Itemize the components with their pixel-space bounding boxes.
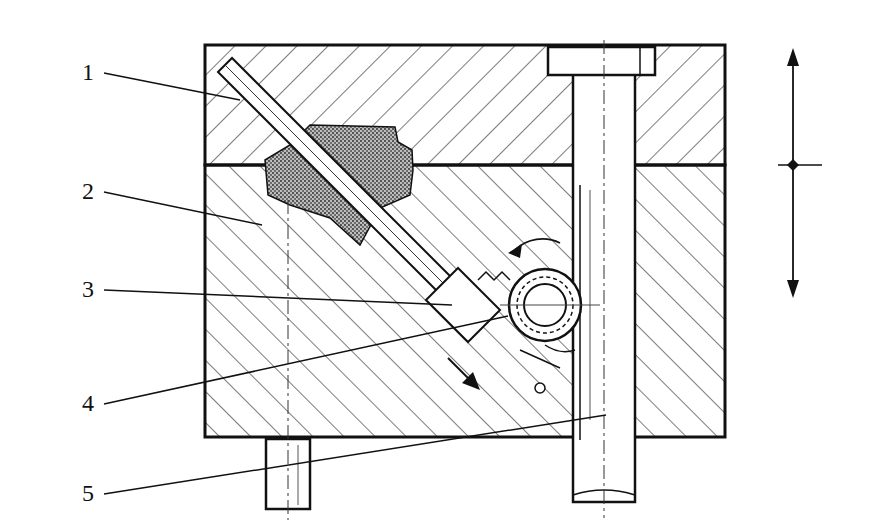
callout-number: 4 (82, 391, 94, 415)
mold-plates (205, 45, 725, 437)
callout-number: 1 (82, 60, 94, 84)
leader-lines (104, 73, 606, 494)
callout-number: 3 (82, 277, 94, 301)
callout-number: 5 (82, 481, 94, 505)
angled-slide (218, 58, 575, 393)
center-line (288, 200, 289, 520)
direction-arrow (448, 358, 480, 390)
pinion-gear (500, 239, 600, 341)
callout-number: 2 (82, 179, 94, 203)
motion-arrow (778, 48, 822, 298)
bottom-rod (266, 439, 310, 509)
